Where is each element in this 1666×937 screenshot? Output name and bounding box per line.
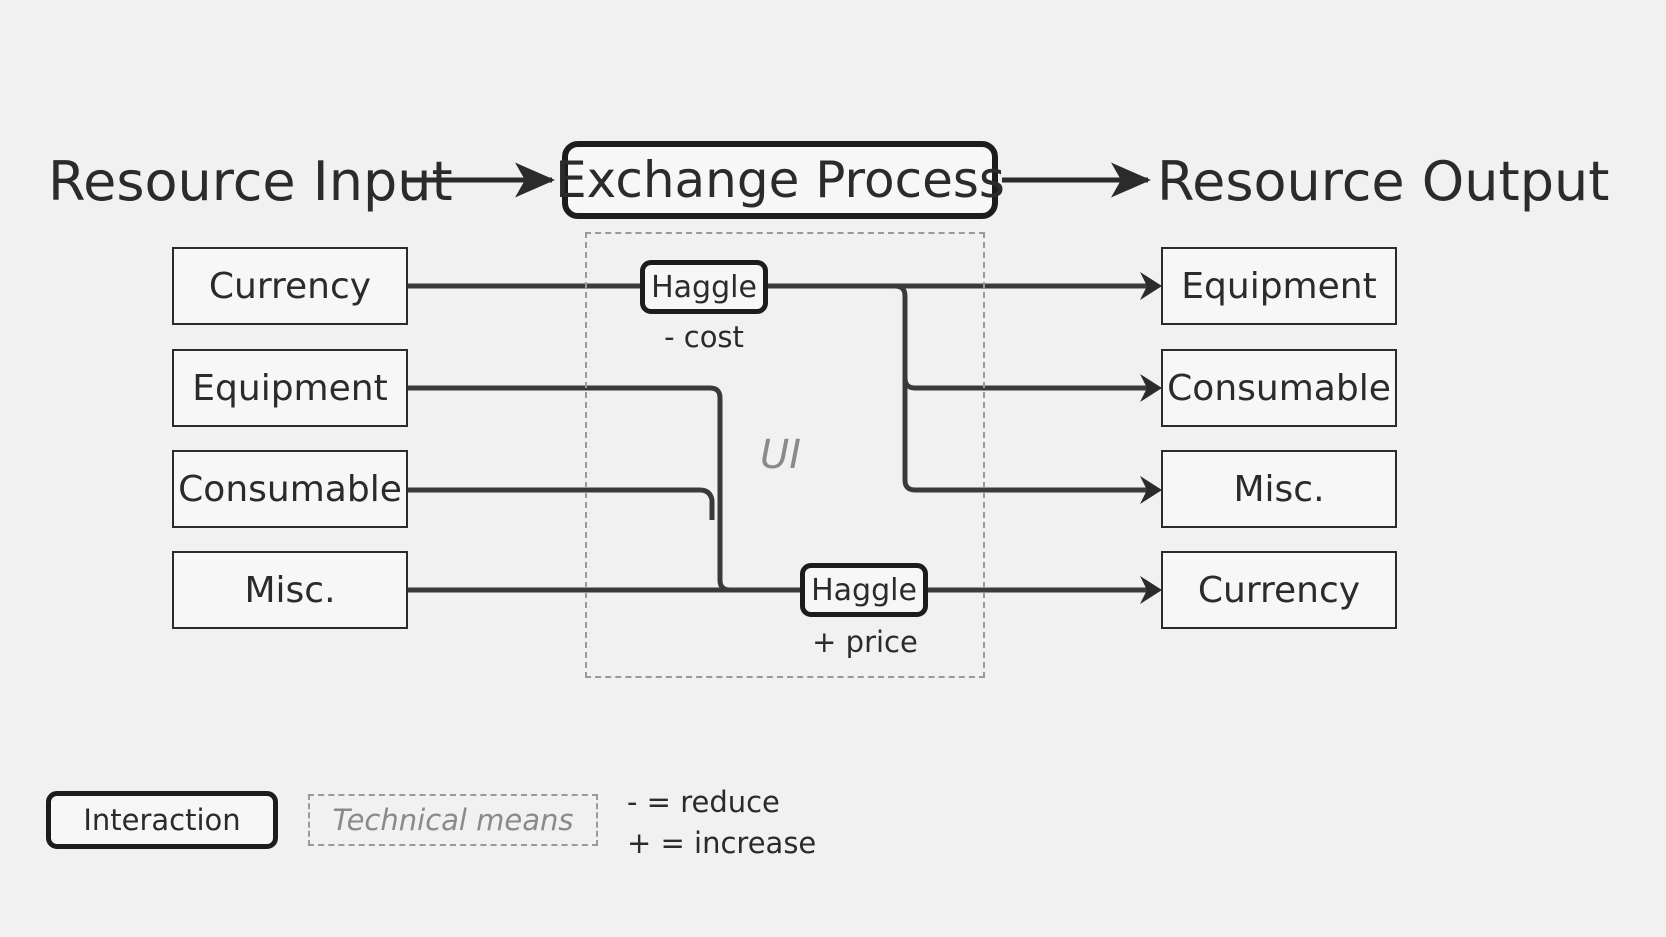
input-resource-misc[interactable]: Misc. [172, 551, 408, 629]
legend-key-increase: + = increase [627, 826, 817, 860]
output-resource-misc[interactable]: Misc. [1161, 450, 1397, 528]
interaction-haggle-price-effect: + price [812, 625, 918, 659]
interaction-haggle-cost[interactable]: Haggle [640, 260, 768, 314]
input-resource-equipment[interactable]: Equipment [172, 349, 408, 427]
page-title-resource-output: Resource Output [1157, 150, 1610, 213]
legend-key-reduce: - = reduce [627, 785, 780, 819]
page-title-resource-input: Resource Input [48, 150, 453, 213]
exchange-process-node[interactable]: Exchange Process [555, 141, 1005, 219]
output-resource-currency[interactable]: Currency [1161, 551, 1397, 629]
output-arrowheads [1140, 272, 1162, 604]
output-resource-consumable[interactable]: Consumable [1161, 349, 1397, 427]
legend-interaction-swatch: Interaction [46, 791, 278, 849]
input-resource-currency[interactable]: Currency [172, 247, 408, 325]
interaction-haggle-price[interactable]: Haggle [800, 563, 928, 617]
legend-technical-means-swatch: Technical means [308, 794, 598, 846]
input-resource-consumable[interactable]: Consumable [172, 450, 408, 528]
technical-means-region [585, 232, 985, 678]
output-resource-equipment[interactable]: Equipment [1161, 247, 1397, 325]
interaction-haggle-cost-effect: - cost [664, 320, 744, 354]
technical-means-region-label: UI [760, 432, 802, 478]
